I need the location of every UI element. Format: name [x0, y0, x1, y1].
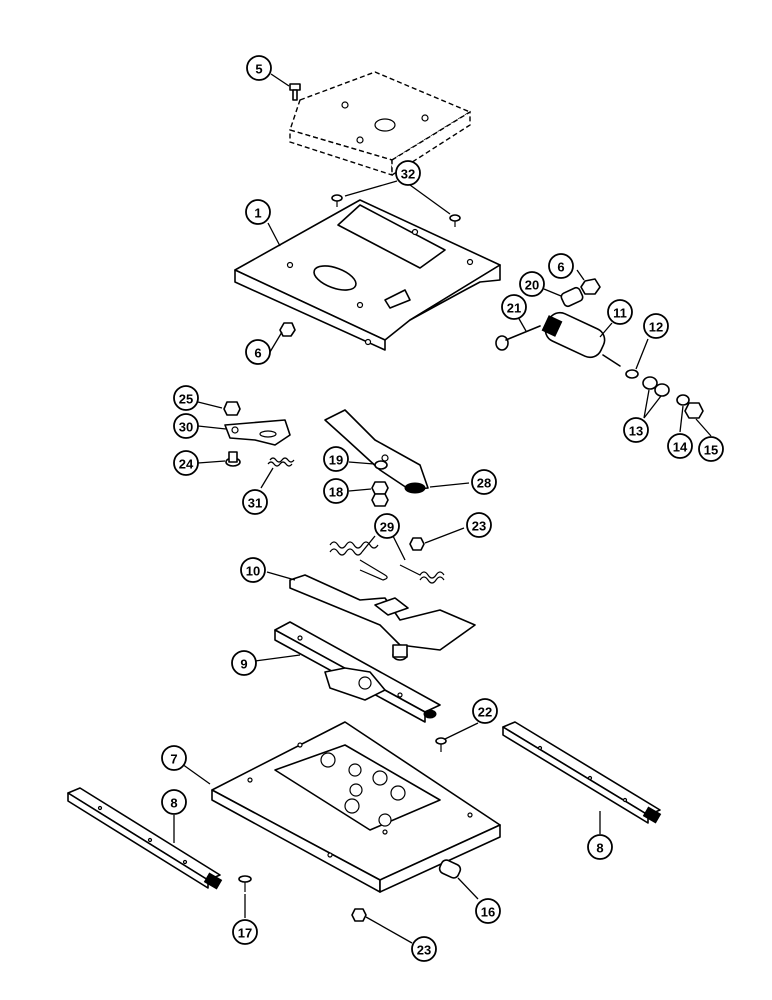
svg-text:19: 19 [329, 453, 343, 468]
nut-part-23-lower [351, 908, 367, 922]
svg-text:11: 11 [613, 306, 627, 321]
callout-24: 24 [173, 450, 199, 476]
svg-text:6: 6 [557, 260, 564, 275]
svg-text:17: 17 [238, 926, 252, 941]
svg-text:9: 9 [240, 657, 247, 672]
callout-32: 32 [395, 160, 421, 186]
side-rail-part-8-left [67, 787, 223, 890]
stud-part-24 [225, 451, 241, 467]
screw-part-17 [238, 875, 252, 892]
upper-slide-plate [234, 199, 501, 351]
svg-text:20: 20 [525, 278, 539, 293]
callout-18: 18 [323, 478, 349, 504]
bumper-part-16 [438, 859, 462, 879]
washer-part-12 [625, 369, 639, 379]
svg-text:28: 28 [477, 476, 491, 491]
washer-part-14 [676, 394, 690, 406]
nut-part-15 [684, 402, 704, 419]
svg-text:29: 29 [380, 520, 394, 535]
callout-30: 30 [173, 413, 199, 439]
base-frame-part-7 [211, 721, 501, 893]
washer-part-19 [374, 460, 388, 470]
svg-text:12: 12 [649, 320, 663, 335]
spring-part-31 [267, 457, 295, 467]
slide-rail-part-9 [274, 621, 441, 723]
callout-25: 25 [173, 385, 199, 411]
svg-text:30: 30 [179, 420, 193, 435]
washers-part-13 [642, 376, 670, 397]
callout-8-right: 8 [587, 834, 613, 860]
bushing-part-20 [560, 286, 584, 308]
svg-text:15: 15 [704, 443, 718, 458]
callout-20: 20 [519, 271, 545, 297]
callout-10: 10 [240, 557, 266, 583]
leader-lines [173, 73, 712, 944]
screw-part-32-right [449, 214, 461, 227]
svg-text:22: 22 [478, 705, 492, 720]
svg-text:23: 23 [417, 943, 431, 958]
screw-part-32-left [331, 194, 343, 207]
svg-text:32: 32 [401, 167, 415, 182]
svg-text:23: 23 [472, 519, 486, 534]
bolt-part-5 [289, 83, 301, 101]
actuator-part-11 [541, 311, 621, 367]
callout-6-upper: 6 [548, 253, 574, 279]
callout-16: 16 [475, 898, 501, 924]
callout-15: 15 [698, 436, 724, 462]
callout-1: 1 [245, 199, 271, 225]
callout-22: 22 [472, 698, 498, 724]
nuts-part-18 [371, 481, 389, 507]
callout-31: 31 [242, 489, 268, 515]
bracket-part-30 [224, 419, 291, 446]
nut-part-25 [223, 401, 241, 416]
callout-12: 12 [643, 313, 669, 339]
callout-29: 29 [374, 513, 400, 539]
callout-11: 11 [607, 299, 633, 325]
svg-text:6: 6 [254, 346, 261, 361]
callout-5: 5 [246, 55, 272, 81]
callout-23-upper: 23 [466, 512, 492, 538]
callout-13: 13 [623, 417, 649, 443]
callout-17: 17 [232, 919, 258, 945]
svg-text:1: 1 [254, 206, 261, 221]
svg-text:10: 10 [246, 564, 260, 579]
svg-text:7: 7 [170, 752, 177, 767]
callout-14: 14 [667, 433, 693, 459]
svg-text:16: 16 [481, 905, 495, 920]
nut-part-6-lower [279, 322, 296, 337]
callout-8-left: 8 [161, 789, 187, 815]
spring-part-29-right [399, 564, 445, 584]
svg-text:8: 8 [596, 841, 603, 856]
lever-part-28 [324, 409, 429, 494]
callout-19: 19 [323, 446, 349, 472]
nut-part-6-upper [580, 278, 601, 295]
pin-part-21 [495, 325, 541, 351]
lever-bracket-part-10 [289, 574, 476, 661]
nut-part-23-upper [409, 537, 425, 551]
callout-21: 21 [501, 294, 527, 320]
svg-text:13: 13 [629, 424, 643, 439]
svg-text:31: 31 [248, 496, 262, 511]
callout-6-lower: 6 [245, 339, 271, 365]
top-mounting-plate [289, 71, 472, 177]
svg-text:5: 5 [255, 62, 262, 77]
svg-text:24: 24 [179, 457, 194, 472]
spring-part-29-left [329, 541, 388, 581]
svg-text:18: 18 [329, 485, 343, 500]
callout-7: 7 [161, 745, 187, 771]
svg-text:25: 25 [179, 392, 193, 407]
callout-23-lower: 23 [411, 936, 437, 962]
callout-9: 9 [231, 650, 257, 676]
callout-28: 28 [471, 469, 497, 495]
screw-part-22 [435, 737, 447, 752]
side-rail-part-8-right [502, 721, 662, 824]
svg-text:8: 8 [170, 796, 177, 811]
svg-text:14: 14 [673, 440, 688, 455]
svg-text:21: 21 [507, 301, 521, 316]
